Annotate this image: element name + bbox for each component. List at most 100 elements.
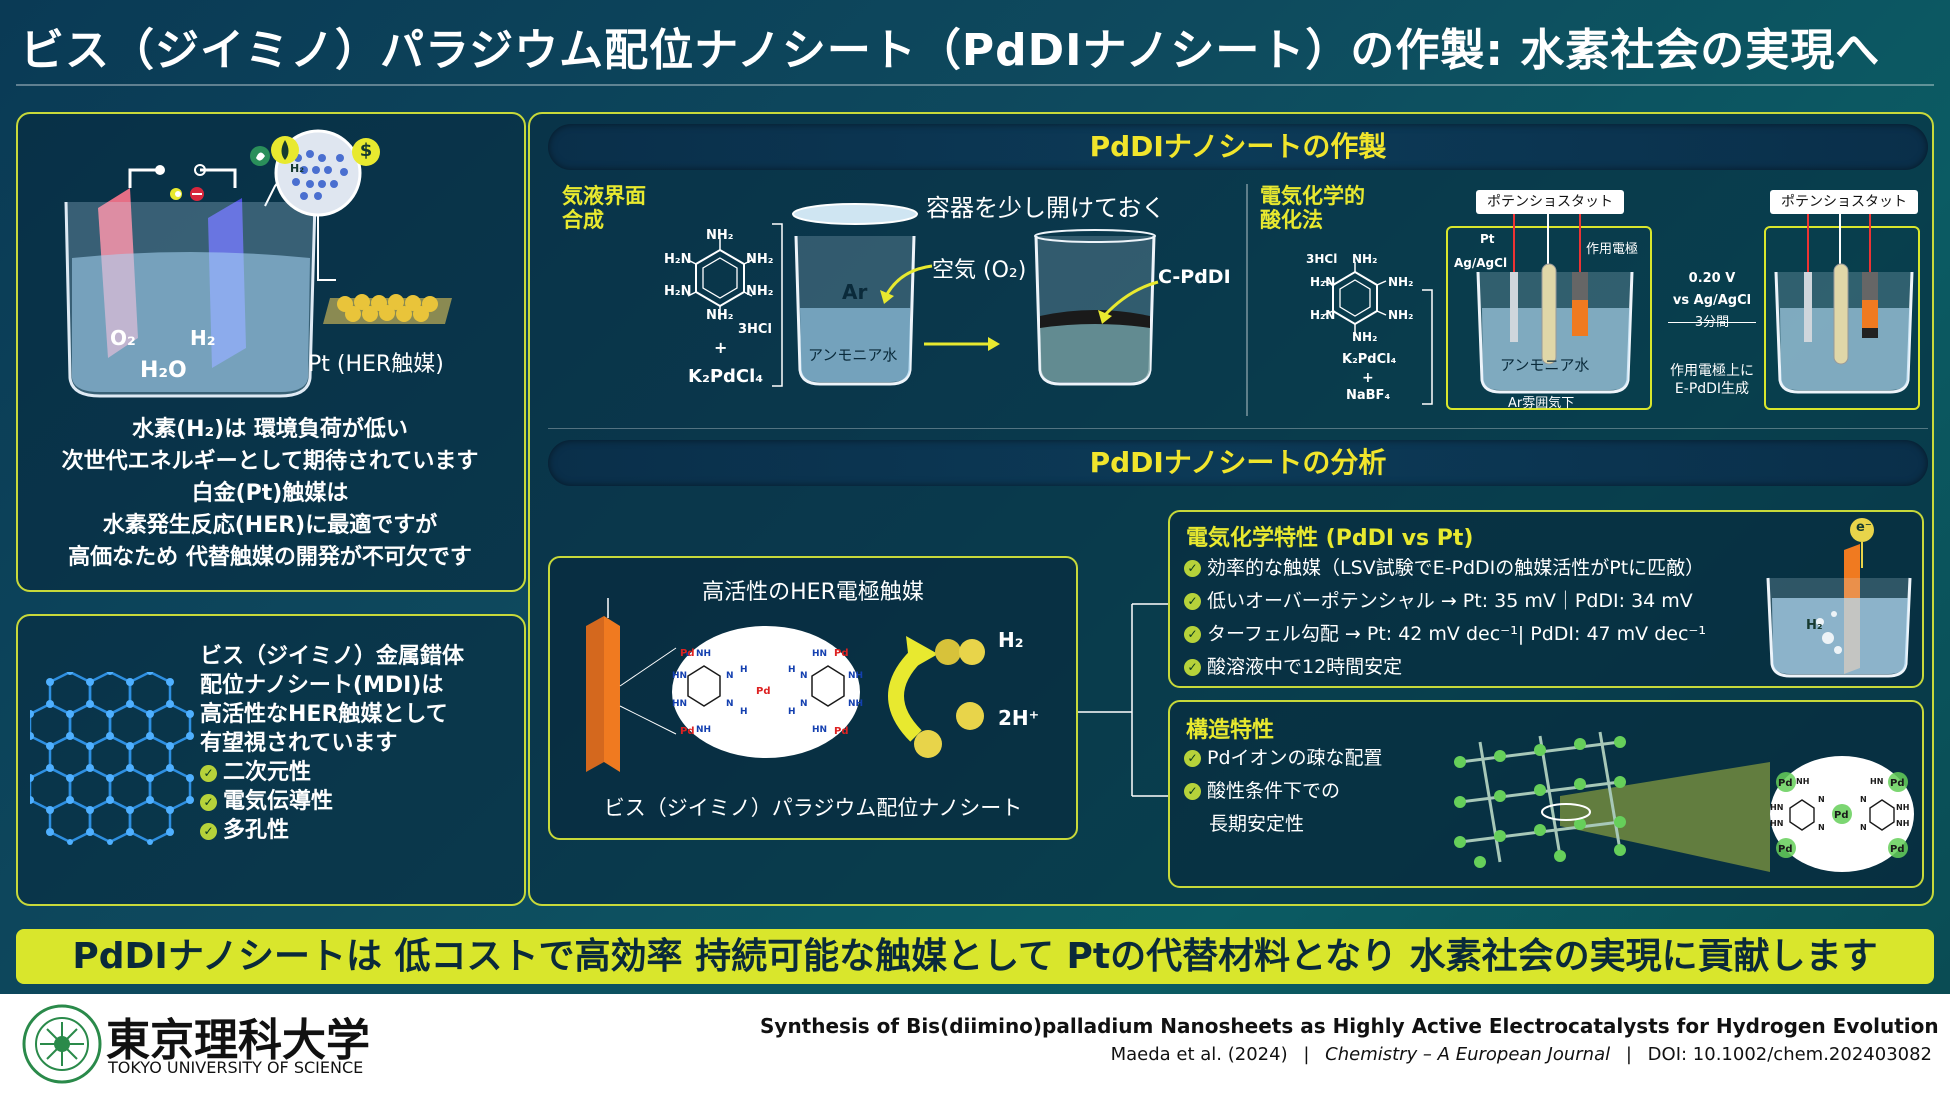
h2n-left-1: H₂N [664, 252, 692, 267]
catalyst-caption: ビス（ジイミノ）パラジウム配位ナノシート [603, 796, 1023, 820]
list-item: 長期安定性 [1209, 813, 1305, 835]
h2-product-label: H₂ [998, 628, 1024, 652]
h2n-left-3: H₂N [1310, 275, 1336, 289]
catalyst-title: 高活性のHER電極触媒 [702, 580, 924, 605]
check-icon: ✓ [1184, 626, 1201, 643]
ammonia-label-1: アンモニア水 [808, 346, 898, 364]
ar-label: Ar [842, 280, 868, 304]
nh2-right-1: NH₂ [746, 252, 774, 267]
h2n-left-2: H₂N [664, 284, 692, 299]
gas-liquid-title-1: 気液界面 [562, 184, 646, 208]
her-beaker-illustration [1766, 518, 1912, 678]
vs-label: vs Ag/AgCl [1672, 293, 1752, 308]
conditions-label: 0.20 V vs Ag/AgCl 3分間 [1662, 268, 1762, 334]
svg-text:Pd: Pd [1890, 778, 1905, 789]
catalyst-illustration: Pd Pd Pd Pd Pd HN HN N N H H H H N N NH … [586, 598, 985, 772]
svg-text:NH: NH [1796, 777, 1809, 786]
voltage-label: 0.20 V [1688, 271, 1736, 286]
pt-electrode-label: Pt [1480, 232, 1495, 246]
svg-text:NH: NH [1896, 819, 1909, 828]
pt-catalyst-label: Pt (HER触媒) [308, 352, 444, 377]
ref-electrode-label: Ag/AgCl [1454, 256, 1508, 270]
svg-text:HN: HN [812, 725, 827, 735]
svg-text:Pd: Pd [756, 686, 771, 697]
electrochem-cell-frame-2 [1764, 226, 1920, 410]
mdi-text: ビス（ジイミノ）金属錯体 配位ナノシート(MDI)は 高活性なHER触媒として … [200, 642, 520, 845]
university-seal-icon [22, 1004, 102, 1084]
electrochem-title: 電気化学的 酸化法 [1260, 184, 1365, 232]
list-item: ✓酸溶液中で12時間安定 [1184, 651, 1744, 684]
nabf4-label: NaBF₄ [1346, 388, 1391, 403]
connector-lines [1078, 603, 1168, 797]
svg-text:N: N [1818, 823, 1825, 832]
hcl-label: 3HCl [738, 322, 772, 337]
svg-text:HN: HN [1770, 819, 1783, 828]
h2-magnified-label: H₂ [290, 162, 305, 175]
svg-text:N: N [1860, 795, 1867, 804]
intro-line-3: 白金(Pt)触媒は [191, 481, 349, 506]
svg-text:HN: HN [672, 699, 687, 709]
check-icon: ✓ [1184, 593, 1201, 610]
nh2-bottom: NH₂ [706, 308, 734, 323]
o2-label: O₂ [110, 326, 136, 350]
doi[interactable]: DOI: 10.1002/chem.202403082 [1647, 1044, 1932, 1065]
product-arrow [1098, 280, 1159, 324]
potentiostat-label-1: ポテンショスタット [1476, 190, 1624, 214]
intro-text: 水素(H₂)は 環境負荷が低い 次世代エネルギーとして期待されています 白金(P… [30, 414, 510, 574]
svg-text:Pd: Pd [834, 726, 849, 737]
check-icon: ✓ [1184, 783, 1201, 800]
svg-text:Pd: Pd [834, 648, 849, 659]
svg-text:H: H [788, 707, 796, 717]
svg-text:Pd: Pd [680, 726, 695, 737]
ammonia-label-2: アンモニア水 [1500, 356, 1590, 374]
check-icon: ✓ [200, 793, 217, 811]
svg-text:N: N [1860, 823, 1867, 832]
page-title: ビス（ジイミノ）パラジウム配位ナノシート（PdDIナノシート）の作製: 水素社会… [20, 25, 1881, 76]
beaker-before [792, 203, 918, 386]
result-line-2: E-PdDI生成 [1674, 381, 1750, 397]
protons-label: 2H⁺ [998, 706, 1040, 730]
potentiostat-label-2: ポテンショスタット [1770, 190, 1918, 214]
feature-porous: 多孔性 [223, 818, 290, 843]
electrochem-title-1: 電気化学的 [1260, 184, 1365, 208]
svg-text:N: N [726, 671, 734, 681]
mdi-line-1: ビス（ジイミノ）金属錯体 [200, 644, 465, 669]
svg-text:N: N [800, 671, 808, 681]
mdi-line-2: 配位ナノシート(MDI)は [200, 673, 444, 698]
svg-text:HN: HN [1870, 777, 1883, 786]
intro-line-4: 水素発生反応(HER)に最適ですが [102, 513, 438, 538]
diamine-molecule-2 [1323, 262, 1387, 336]
air-arrow [880, 264, 933, 304]
nh2-right-4: NH₂ [1388, 308, 1414, 322]
electrochem-title-2: 酸化法 [1260, 208, 1323, 232]
svg-text:N: N [1818, 795, 1825, 804]
h2o-label: H₂O [140, 358, 187, 383]
container-note: 容器を少し開けておく [926, 194, 1166, 222]
citation-line: Maeda et al. (2024) | Chemistry – A Euro… [760, 1044, 1932, 1065]
svg-text:Pd: Pd [1778, 844, 1793, 855]
reagent-bracket-2 [1422, 289, 1433, 405]
electrolysis-illustration [64, 129, 452, 398]
university-name-en: TOKYO UNIVERSITY OF SCIENCE [108, 1058, 364, 1077]
svg-text:Pd: Pd [1890, 844, 1905, 855]
svg-text:NH: NH [696, 725, 711, 735]
electron-label: e⁻ [1856, 520, 1872, 535]
mdi-feature: ✓多孔性 [200, 816, 520, 845]
separator: | [1303, 1044, 1310, 1065]
svg-text:Pd: Pd [680, 648, 695, 659]
check-icon: ✓ [200, 764, 217, 782]
check-icon: ✓ [1184, 560, 1201, 577]
intro-line-1: 水素(H₂)は 環境負荷が低い [132, 417, 408, 442]
working-electrode-label: 作用電極 [1586, 242, 1639, 257]
c-pddi-label: C-PdDI [1158, 266, 1231, 288]
h2-label: H₂ [190, 326, 216, 350]
svg-text:HN: HN [1770, 803, 1783, 812]
svg-text:HN: HN [812, 649, 827, 659]
list-item: ✓Pdイオンの疎な配置 [1184, 742, 1383, 775]
reagent-bracket [772, 223, 783, 387]
intro-line-2: 次世代エネルギーとして期待されています [61, 449, 479, 474]
conditions-arrow [1668, 322, 1756, 323]
list-item: ✓低いオーバーポテンシャル → Pt: 35 mV｜PdDI: 34 mV [1184, 585, 1744, 618]
synthesis-banner: PdDIナノシートの作製 [548, 124, 1928, 170]
svg-text:NH: NH [696, 649, 711, 659]
